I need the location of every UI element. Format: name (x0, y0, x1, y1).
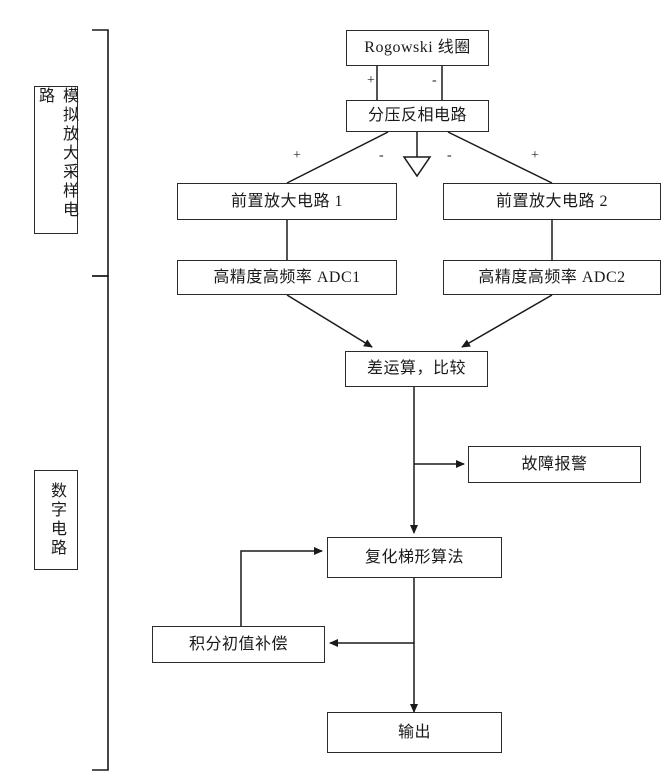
node-integral-initial-compensation[interactable]: 积分初值补偿 (152, 626, 325, 663)
node-adc-2[interactable]: 高精度高频率 ADC2 (443, 260, 661, 295)
node-adc-1[interactable]: 高精度高频率 ADC1 (177, 260, 397, 295)
node-divider-inverting-circuit[interactable]: 分压反相电路 (346, 100, 489, 132)
node-fault-alarm[interactable]: 故障报警 (468, 446, 641, 483)
wire-adc1-to-diff (286, 294, 373, 348)
group-label-analog: 模拟放大采样电路 (34, 86, 78, 234)
label-divider-plus-left: + (293, 148, 301, 163)
node-composite-trapezoid-algorithm[interactable]: 复化梯形算法 (327, 537, 502, 578)
wire-adc2-to-diff (461, 294, 553, 348)
wire-integral-to-trapezoid (240, 547, 323, 626)
ground-triangle-icon (402, 156, 432, 178)
label-divider-minus-left: - (379, 148, 384, 163)
bracket-digital (92, 275, 109, 771)
label-divider-plus-right: + (531, 148, 539, 163)
label-rogowski-plus: + (367, 73, 375, 88)
node-difference-compare[interactable]: 差运算，比较 (345, 351, 488, 387)
node-output[interactable]: 输出 (327, 712, 502, 753)
wire-divider-to-preamp1 (286, 131, 389, 184)
node-rogowski-coil[interactable]: Rogowski 线圈 (346, 30, 489, 66)
group-label-digital: 数字电路 (34, 470, 78, 570)
label-divider-minus-right: - (447, 148, 452, 163)
node-preamp-1[interactable]: 前置放大电路 1 (177, 183, 397, 220)
bracket-analog (92, 29, 109, 277)
label-rogowski-minus: - (432, 73, 437, 88)
node-preamp-2[interactable]: 前置放大电路 2 (443, 183, 661, 220)
